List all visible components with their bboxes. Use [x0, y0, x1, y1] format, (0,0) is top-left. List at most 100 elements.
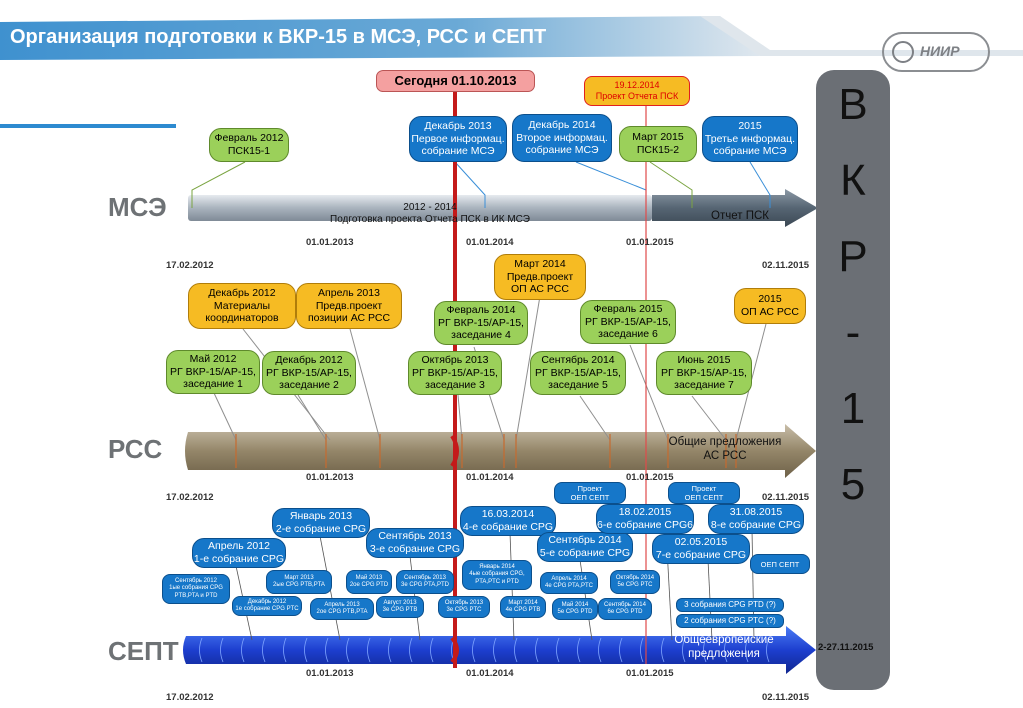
sept-start-date: 17.02.2012: [166, 692, 214, 703]
sept-today-mark: [450, 636, 459, 664]
today-marker: Сегодня 01.10.2013: [376, 70, 535, 92]
vkr-letter: К: [840, 156, 866, 205]
event-line: PTA,PTC и PTD: [475, 578, 519, 585]
sept-segment-divider: [556, 637, 560, 663]
mse-connectors: [191, 161, 693, 208]
sept-oep: ОЕП СЕПТ: [750, 554, 810, 574]
event-line: 2 собрания CPG PTC (?): [684, 616, 776, 626]
rss-bar-line: Общие предложения: [668, 436, 782, 448]
event-line: РГ ВКР-15/АР-15,: [585, 315, 671, 328]
event-line: Март 2014: [508, 599, 538, 606]
mse-end-date: 02.11.2015: [762, 260, 810, 271]
event-line: Февраль 2015: [593, 303, 663, 316]
event-line: 18.02.2015: [618, 506, 672, 519]
event-line: позиции АС РСС: [307, 312, 391, 325]
sept-segment-divider: [703, 637, 707, 663]
event-line: Март 2015: [632, 131, 684, 144]
event-line: Май 2013: [355, 574, 383, 581]
sept-segment-divider: [472, 637, 476, 663]
track-name-mse: МСЭ: [108, 192, 167, 222]
event-line: собрание МСЭ: [713, 145, 787, 158]
event-line: 31.08.2015: [729, 506, 783, 519]
sept-bar-segments: [199, 637, 770, 663]
mse-tick-2013: 01.01.2013: [306, 237, 354, 248]
event-line: 4е CPG PTA,PTC: [545, 583, 593, 589]
mse-bar-period: 2012 - 2014: [403, 202, 457, 213]
rss-tick-2015: 01.01.2015: [626, 472, 674, 483]
event-line: заседание 5: [548, 379, 608, 392]
event-line: Июнь 2015: [677, 354, 731, 367]
vkr-letter: -: [845, 308, 861, 357]
event-line: собрание МСЭ: [525, 144, 599, 157]
sept-segment-divider: [745, 637, 749, 663]
header-accent-line: [0, 124, 176, 128]
event-line: РГ ВКР-15/АР-15,: [535, 366, 621, 379]
sept-segment-divider: [199, 637, 203, 663]
event-line: 6-е собрание CPG6: [597, 519, 694, 531]
event-line: 5е CPG PTC: [617, 582, 653, 588]
event-line: 2015: [758, 293, 782, 306]
sept-segment-divider: [388, 637, 392, 663]
sept-segment-divider: [346, 637, 350, 663]
track-name-rss: РСС: [108, 434, 163, 464]
event-line: 4е CPG PTB: [505, 607, 541, 613]
pko-date: 19.12.2014: [614, 79, 660, 90]
page-title: Организация подготовки к ВКР-15 в МСЭ, Р…: [10, 26, 547, 48]
rss-today-mark: [450, 434, 459, 468]
vkr-letter: В: [838, 80, 868, 129]
sept-bar-text: Общеевропейские предложения: [664, 634, 784, 662]
event-line: 4-е собрание CPG: [462, 521, 554, 533]
vkr-15-column: В К Р - 1 5: [816, 70, 890, 690]
event-line: 1е собрание CPG PTC: [235, 606, 299, 612]
sept-segment-divider: [262, 637, 266, 663]
event-line: 3-е собрание CPG: [369, 543, 461, 555]
sept-vkr-date: 2-27.11.2015: [818, 642, 874, 653]
sept-segment-divider: [220, 637, 224, 663]
mse-tick-2015: 01.01.2015: [626, 237, 674, 248]
sept-tick-2015: 01.01.2015: [626, 668, 674, 679]
event-line: заседание 1: [183, 378, 243, 391]
event-line: 3е CPG PTC: [446, 607, 482, 613]
event-line: Август 2013: [383, 599, 417, 606]
event-line: РГ ВКР-15/АР-15,: [266, 366, 352, 379]
sept-segment-divider: [577, 637, 581, 663]
mse-start-date: 17.02.2012: [166, 260, 214, 271]
sept-segment-divider: [430, 637, 434, 663]
event-line: Декабрь 2013: [424, 120, 492, 133]
event-line: 3е CPG PTB: [382, 607, 418, 613]
sept-segment-divider: [619, 637, 623, 663]
event-line: Октябрь 2013: [444, 599, 484, 606]
header-band: [0, 16, 760, 60]
sept-segment-divider: [514, 637, 518, 663]
event-line: Сентябрь 2013: [378, 530, 452, 543]
rss-tick-2014: 01.01.2014: [466, 472, 514, 483]
event-line: 2-е собрание CPG: [275, 523, 367, 535]
event-line: Сентябрь 2014: [604, 601, 646, 608]
event-line: Февраль 2014: [446, 304, 516, 317]
event-line: 16.03.2014: [481, 508, 535, 521]
event-line: 3е CPG PTA,PTD: [401, 582, 449, 588]
event-line: Декабрь 2012: [247, 598, 287, 605]
event-line: Предв.проект: [506, 270, 574, 283]
event-line: 6е CPG PTD: [607, 609, 643, 615]
sept-segment-divider: [493, 637, 497, 663]
event-line: Апрель 2014: [551, 575, 587, 582]
sept-planned-event: 2 собрания CPG PTC (?): [676, 614, 784, 628]
